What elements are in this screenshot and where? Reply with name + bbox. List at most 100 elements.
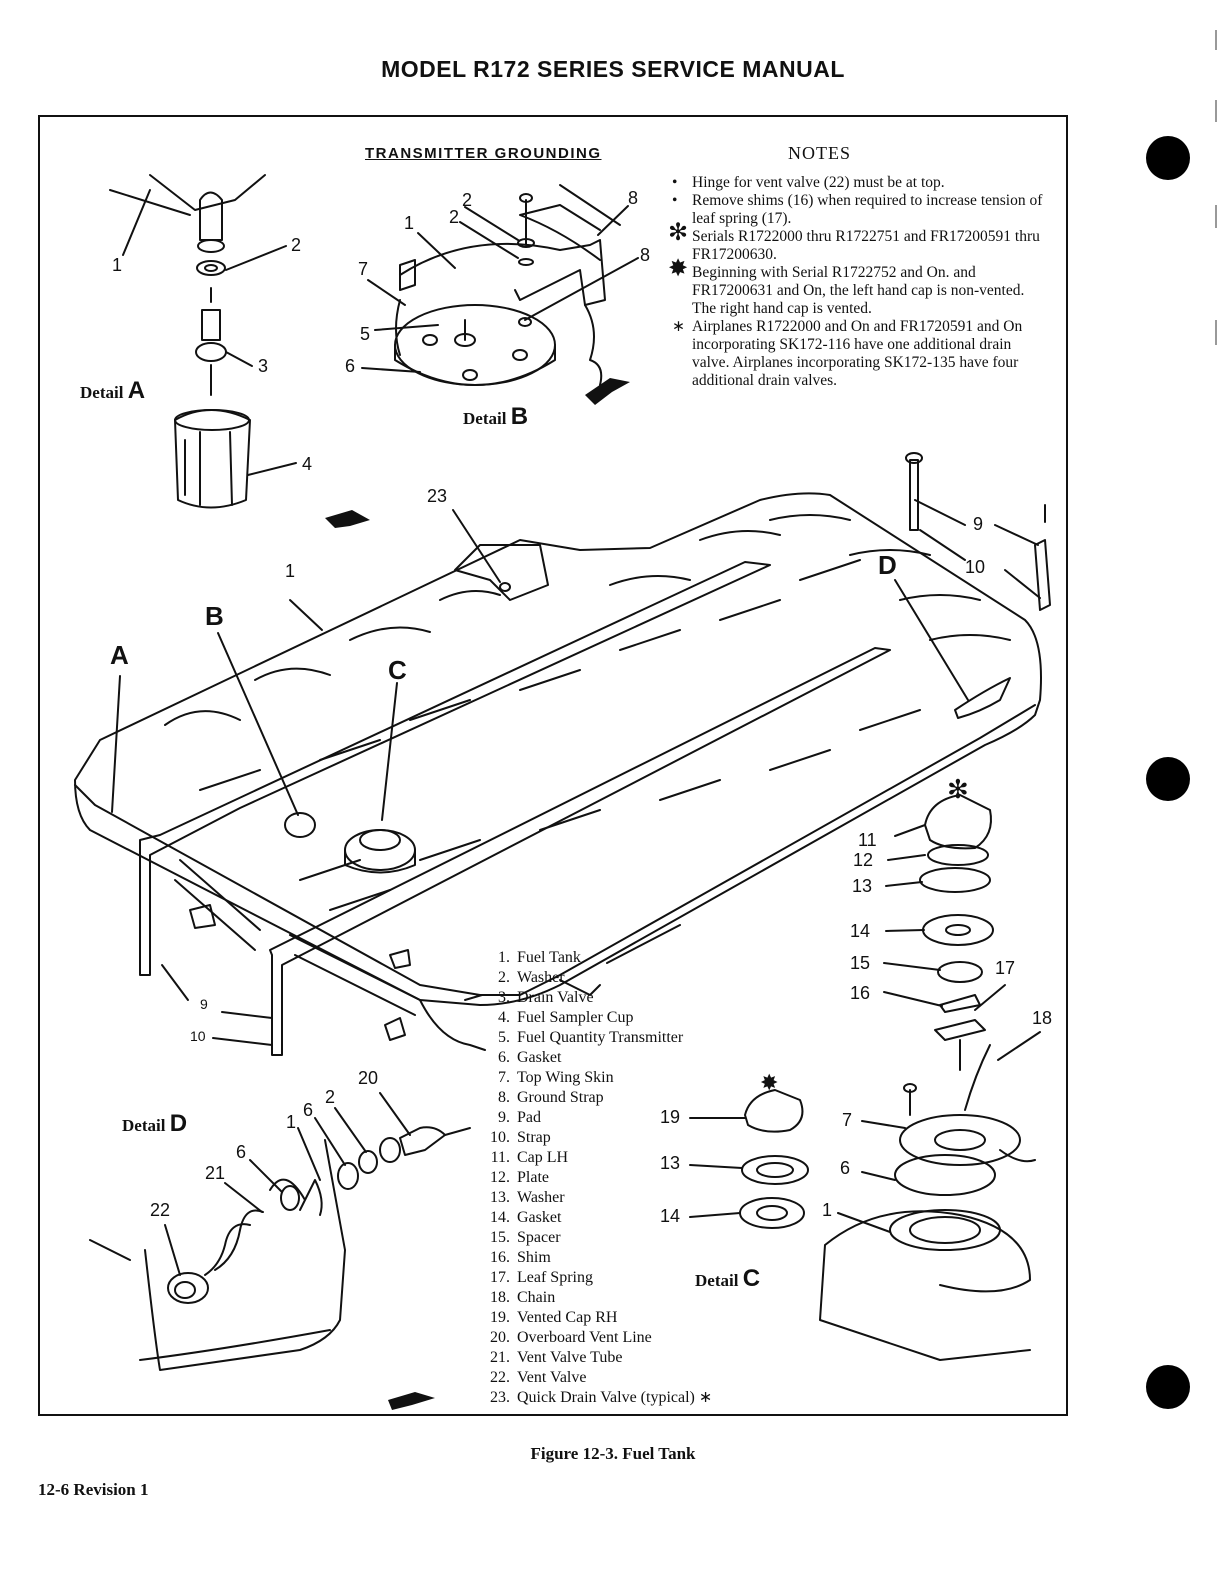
part-number: 19. [490, 1309, 510, 1326]
detail-word: Detail [80, 383, 124, 402]
bullet-icon: • [672, 174, 678, 191]
callout-number: 6 [840, 1158, 851, 1178]
notes-title: NOTES [788, 143, 851, 163]
detail-c-vented-cap [689, 1089, 809, 1229]
part-name: Drain Valve [517, 989, 594, 1006]
asterisk-icon: ✻ [668, 220, 689, 246]
detail-b-transmitter [361, 184, 639, 386]
pointing-hand-icons [325, 378, 630, 1410]
callout-number: 16 [850, 983, 871, 1003]
callout-number: 7 [358, 259, 369, 279]
callout-number: 3 [258, 356, 269, 376]
parts-list-item: 6.Gasket [470, 1048, 712, 1068]
part-name: Top Wing Skin [517, 1069, 614, 1086]
part-name: Ground Strap [517, 1089, 604, 1106]
part-name: Overboard Vent Line [517, 1329, 652, 1346]
view-letter-c: C [388, 655, 407, 685]
callout-number: 18 [1032, 1008, 1053, 1028]
callout-number: 6 [345, 356, 356, 376]
detail-d-label: Detail D [122, 1110, 187, 1138]
bullet-icon: • [672, 192, 678, 209]
parts-list-item: 4.Fuel Sampler Cup [470, 1008, 712, 1028]
starburst-icon: ✸ [668, 256, 689, 282]
part-name: Washer [517, 1189, 565, 1206]
parts-list-item: 22.Vent Valve [470, 1368, 712, 1388]
parts-list-item: 13.Washer [470, 1188, 712, 1208]
callout-number: 19 [660, 1107, 681, 1127]
parts-list-item: 23. Quick Drain Valve (typical) ∗ [470, 1388, 712, 1408]
part-name: Fuel Sampler Cup [517, 1009, 634, 1026]
margin-binding-marks [1214, 30, 1220, 390]
view-letter-d: D [878, 550, 897, 580]
punch-hole-middle [1146, 757, 1190, 801]
callout-number: 14 [850, 921, 871, 941]
part-number: 23. [490, 1389, 510, 1406]
part-name: Fuel Tank [517, 949, 581, 966]
part-number: 2. [498, 969, 510, 986]
callout-star: ✸ [760, 1070, 779, 1095]
parts-list-item: 9.Pad [470, 1108, 712, 1128]
parts-list-item: 12. Plate [470, 1168, 712, 1188]
page-footer: 12-6 Revision 1 [38, 1480, 149, 1499]
note-text: Serials R1722000 thru R1722751 and FR172… [692, 228, 1040, 263]
callout-number: 2 [449, 207, 460, 227]
detail-letter: B [510, 403, 529, 430]
part-number: 21. [490, 1349, 510, 1366]
notes-list: •Hinge for vent valve (22) must be at to… [668, 174, 1052, 390]
detail-letter: D [169, 1110, 188, 1137]
callout-number: 20 [358, 1068, 379, 1088]
note-text: Airplanes R1722000 and On and FR1720591 … [692, 318, 1023, 389]
detail-word: Detail [122, 1116, 166, 1135]
parts-list-item: 5.Fuel Quantity Transmitter [470, 1028, 712, 1048]
callout-number: 12 [853, 850, 874, 870]
callout-number: 1 [286, 1112, 297, 1132]
parts-list-item: 10.Strap [470, 1128, 712, 1148]
part-number: 17. [490, 1269, 510, 1286]
main-fuel-tank [74, 452, 1051, 1056]
part-name: Vented Cap RH [517, 1309, 618, 1326]
part-number: 16. [490, 1249, 510, 1266]
parts-list-item: 15. Spacer [470, 1228, 712, 1248]
part-number: 20. [490, 1329, 510, 1346]
callout-number: 10 [965, 557, 986, 577]
transmitter-grounding-title: TRANSMITTER GROUNDING [365, 145, 602, 162]
part-number: 15. [490, 1229, 510, 1246]
callout-number: 7 [842, 1110, 853, 1130]
part-number: 12. [490, 1169, 510, 1186]
detail-word: Detail [695, 1271, 739, 1290]
part-number: 22. [490, 1369, 510, 1386]
callout-number: 9 [200, 996, 208, 1012]
punch-hole-bottom [1146, 1365, 1190, 1409]
note-item: ✸Beginning with Serial R1722752 and On. … [668, 257, 1052, 318]
callout-number: 11 [858, 830, 877, 850]
detail-b-label: Detail B [463, 403, 528, 431]
callout-star: ✻ [947, 774, 969, 804]
callout-number: 5 [360, 324, 371, 344]
part-name: Cap LH [517, 1149, 569, 1166]
callout-number: 17 [995, 958, 1016, 978]
part-number: 7. [498, 1069, 510, 1086]
parts-list-item: 14.Gasket [470, 1208, 712, 1228]
callout-number: 2 [462, 190, 473, 210]
callout-number: 14 [660, 1206, 681, 1226]
detail-letter: A [127, 377, 146, 404]
part-name: Plate [517, 1169, 549, 1186]
part-name: Quick Drain Valve (typical) ∗ [517, 1389, 713, 1406]
parts-list-item: 1. Fuel Tank [470, 948, 712, 968]
part-name: Pad [517, 1109, 541, 1126]
view-letter-b: B [205, 601, 224, 631]
parts-list-item: 19. Vented Cap RH [470, 1308, 712, 1328]
part-name: Vent Valve Tube [517, 1349, 623, 1366]
parts-list-item: 18.Chain [470, 1288, 712, 1308]
parts-list-item: 21. Vent Valve Tube [470, 1348, 712, 1368]
callout-number: 10 [190, 1028, 206, 1044]
callout-number: 13 [660, 1153, 681, 1173]
part-number: 1. [498, 949, 510, 966]
note-text: Beginning with Serial R1722752 and On. a… [692, 264, 1025, 317]
figure-caption: Figure 12-3. Fuel Tank [530, 1444, 696, 1463]
part-name: Spacer [517, 1229, 561, 1246]
part-number: 10. [490, 1129, 510, 1146]
callout-number: 9 [973, 514, 984, 534]
part-name: Shim [517, 1249, 551, 1266]
